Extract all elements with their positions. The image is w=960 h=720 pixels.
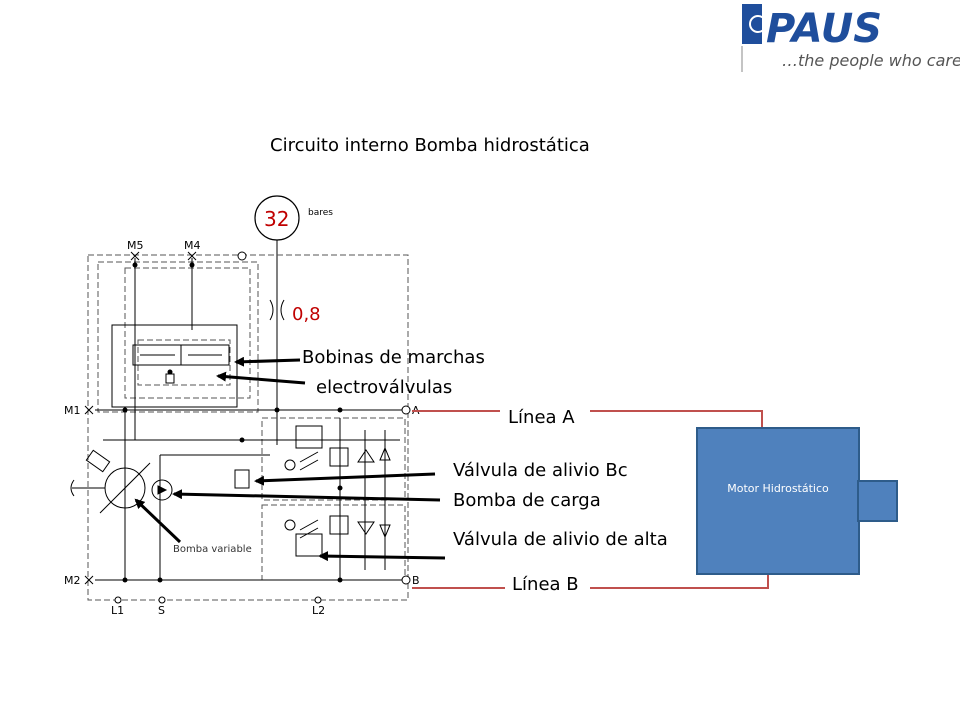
port-label-m5: M5 — [127, 239, 144, 252]
port-label-m4: M4 — [184, 239, 201, 252]
arrow-bomba-variable — [134, 498, 182, 544]
page-title: Circuito interno Bomba hidrostática — [270, 135, 590, 156]
callout-labels: Bobinas de marchas electroválvulas Línea… — [302, 347, 668, 595]
logo-emblem — [742, 4, 762, 44]
arrow-valvula-alta — [318, 551, 446, 562]
port-label-l2: L2 — [312, 604, 325, 617]
hydrostatic-motor: Motor Hidrostático — [696, 427, 898, 575]
callout-arrows — [134, 356, 446, 562]
label-bobinas: Bobinas de marchas — [302, 347, 485, 368]
label-linea-a: Línea A — [508, 407, 575, 428]
arrow-bobinas — [234, 356, 301, 367]
motor-label: Motor Hidrostático — [727, 482, 829, 495]
arrow-bomba-carga — [172, 489, 441, 502]
label-linea-b: Línea B — [512, 574, 579, 595]
label-valvula-bc: Válvula de alivio Bc — [453, 460, 628, 481]
port-label-l1: L1 — [111, 604, 124, 617]
arrow-valvula-bc — [254, 472, 436, 486]
label-bomba-variable: Bomba variable — [173, 544, 252, 555]
gauge-value: 32 — [264, 207, 289, 231]
port-labels: M5 M4 M1 M2 A B L1 S L2 — [64, 239, 420, 617]
line-b-right — [590, 574, 769, 589]
label-bomba-carga: Bomba de carga — [453, 490, 601, 511]
circuit-lines — [70, 258, 405, 581]
connection-dots — [122, 262, 343, 583]
port-label-m1: M1 — [64, 404, 81, 417]
logo-tagline: …the people who care — [782, 51, 960, 70]
logo-gear-icon — [749, 15, 767, 33]
paus-logo: PAUS …the people who care — [741, 4, 960, 72]
port-label-s: S — [158, 604, 165, 617]
port-label-m2: M2 — [64, 574, 81, 587]
pressure-gauge: 32 bares — [254, 195, 333, 241]
motor-body — [696, 427, 860, 575]
port-markers — [114, 251, 411, 604]
orifice-restriction: 0,8 — [269, 299, 321, 325]
motor-shaft — [857, 480, 898, 522]
arrow-electrovalvulas — [216, 371, 306, 385]
orifice-value: 0,8 — [292, 304, 321, 325]
port-label-b: B — [412, 574, 420, 587]
circuit-enclosures — [87, 254, 409, 601]
gauge-unit: bares — [308, 208, 333, 218]
label-valvula-alta: Válvula de alivio de alta — [453, 529, 668, 550]
label-electrovalvulas: electroválvulas — [316, 377, 452, 398]
line-a-right — [590, 410, 763, 428]
hydraulic-lines — [412, 410, 769, 589]
logo-brand: PAUS — [766, 6, 882, 52]
port-x-markers — [84, 251, 197, 585]
